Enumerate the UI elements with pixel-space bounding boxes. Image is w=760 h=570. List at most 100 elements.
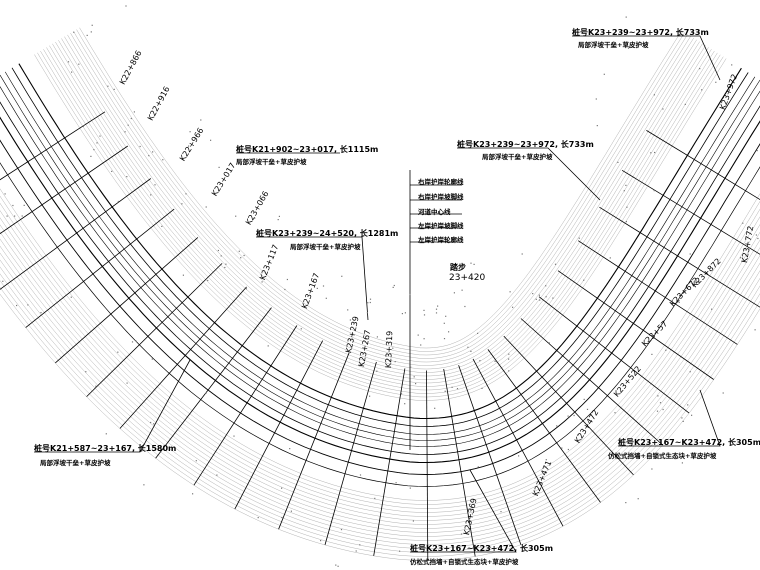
elevation-point bbox=[423, 314, 426, 316]
elevation-point bbox=[508, 353, 510, 355]
elevation-point bbox=[225, 263, 227, 265]
elevation-point bbox=[374, 497, 376, 499]
elevation-point bbox=[347, 309, 349, 311]
elevation-point bbox=[16, 304, 18, 307]
contour-line bbox=[70, 32, 692, 359]
contour-line bbox=[49, 45, 712, 384]
elevation-point bbox=[586, 408, 589, 410]
cross-section-line bbox=[557, 270, 714, 380]
cross-section-line bbox=[520, 318, 663, 446]
annotation-1-subtitle: 局部浮坡干垒+草皮护坡 bbox=[236, 158, 307, 166]
contour-line bbox=[0, 280, 760, 553]
elevation-point bbox=[150, 194, 152, 196]
elevation-point bbox=[189, 131, 191, 133]
cross-section-line bbox=[25, 208, 175, 328]
bank-line bbox=[18, 63, 742, 420]
contour-line bbox=[0, 217, 760, 517]
cross-section-line bbox=[0, 111, 106, 181]
elevation-point bbox=[335, 564, 337, 566]
elevation-point bbox=[286, 278, 288, 281]
elevation-point bbox=[647, 341, 649, 343]
legend-item-left-toe: 左岸护岸坡脚线 bbox=[418, 222, 464, 230]
elevation-point bbox=[85, 371, 87, 373]
elevation-point bbox=[67, 61, 70, 63]
annotation-1-title: 桩号K21+902~23+017, 长1115m bbox=[236, 145, 379, 154]
elevation-point bbox=[95, 385, 97, 387]
contour-line bbox=[0, 252, 760, 537]
elevation-point bbox=[508, 370, 510, 372]
elevation-point bbox=[508, 358, 510, 360]
elevation-point bbox=[627, 47, 630, 49]
elevation-point bbox=[162, 159, 164, 161]
elevation-point bbox=[367, 302, 369, 304]
elevation-point bbox=[93, 149, 95, 151]
elevation-point bbox=[341, 275, 343, 277]
elevation-point bbox=[653, 190, 655, 192]
elevation-point bbox=[125, 5, 127, 7]
elevation-point bbox=[349, 319, 351, 321]
elevation-point bbox=[4, 193, 6, 195]
elevation-point bbox=[567, 415, 569, 417]
elevation-point bbox=[135, 340, 137, 342]
elevation-point bbox=[27, 304, 29, 306]
elevation-point bbox=[316, 287, 318, 289]
elevation-point bbox=[90, 155, 92, 157]
elevation-point bbox=[595, 98, 597, 100]
contour-line bbox=[40, 50, 721, 394]
contour-line bbox=[0, 231, 760, 525]
elevation-point bbox=[130, 117, 132, 120]
elevation-point bbox=[181, 203, 183, 205]
elevation-point bbox=[434, 407, 436, 409]
contour-line bbox=[0, 273, 760, 549]
leader-line bbox=[410, 469, 517, 553]
elevation-point bbox=[689, 371, 691, 373]
contour-line bbox=[43, 49, 718, 391]
elevation-point bbox=[394, 361, 396, 363]
elevation-point bbox=[117, 200, 119, 203]
elevation-point bbox=[681, 417, 683, 419]
elevation-point bbox=[139, 145, 141, 148]
elevation-point bbox=[70, 296, 72, 298]
elevation-point bbox=[91, 24, 93, 26]
contour-line bbox=[0, 266, 760, 545]
elevation-point bbox=[614, 412, 616, 414]
cross-section-line bbox=[621, 169, 760, 255]
legend-item-centerline: 河道中心线 bbox=[418, 208, 451, 216]
elevation-point bbox=[756, 150, 758, 152]
elevation-point bbox=[715, 81, 717, 83]
cross-section-line bbox=[193, 325, 298, 486]
terrain-contours bbox=[0, 27, 760, 561]
elevation-point bbox=[73, 31, 75, 33]
leader-line bbox=[256, 236, 369, 321]
elevation-point bbox=[583, 398, 585, 400]
elevation-point bbox=[477, 466, 479, 468]
annotation-6-subtitle: 仿松式挡墙+自锁式生态块+草皮护坡 bbox=[608, 452, 717, 460]
bank-line bbox=[0, 86, 760, 447]
elevation-point bbox=[2, 280, 4, 282]
elevation-point bbox=[82, 125, 84, 127]
elevation-point bbox=[322, 285, 325, 287]
elevation-point bbox=[742, 222, 744, 224]
annotation-3-subtitle: 局部浮坡干垒+草皮护坡 bbox=[578, 41, 649, 49]
annotation-7-title: 桩号K23+167~K23+472, 长305m bbox=[410, 544, 554, 553]
elevation-point bbox=[415, 383, 417, 385]
elevation-point bbox=[651, 468, 653, 470]
elevation-point bbox=[359, 474, 362, 476]
elevation-point bbox=[105, 433, 107, 435]
contour-line bbox=[58, 40, 703, 373]
elevation-point bbox=[665, 349, 667, 351]
bank-line bbox=[11, 67, 749, 427]
elevation-point bbox=[107, 85, 109, 87]
elevation-point bbox=[366, 312, 368, 314]
elevation-point bbox=[489, 546, 492, 548]
cross-section-line bbox=[55, 237, 199, 364]
cross-section-line bbox=[538, 296, 690, 414]
elevation-point bbox=[545, 285, 547, 287]
elevation-point bbox=[460, 533, 463, 535]
elevation-point bbox=[740, 257, 742, 259]
elevation-point bbox=[656, 410, 659, 412]
contour-line bbox=[61, 38, 700, 370]
elevation-point bbox=[369, 395, 371, 397]
contour-line bbox=[0, 202, 760, 509]
river-channel bbox=[0, 63, 760, 487]
